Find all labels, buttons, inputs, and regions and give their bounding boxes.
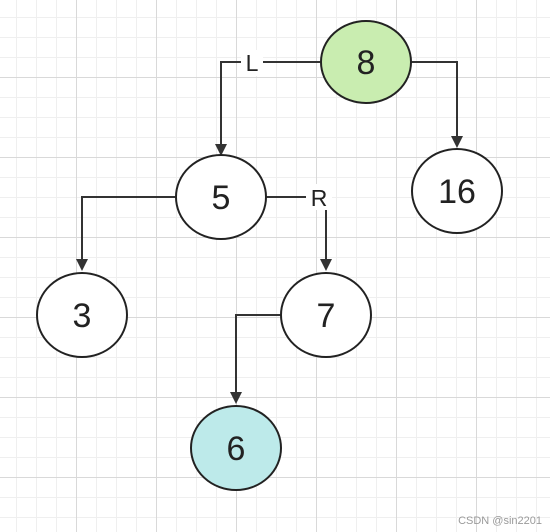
node-6: 6 <box>190 405 282 491</box>
node-8-label: 8 <box>357 44 376 82</box>
node-7: 7 <box>280 272 372 358</box>
node-7-label: 7 <box>317 297 336 335</box>
edge-8-to-16 <box>411 61 463 148</box>
edge-5-to-7: R <box>266 184 332 271</box>
node-8: 8 <box>320 20 412 104</box>
edge-7-to-6 <box>230 314 281 404</box>
node-5: 5 <box>175 154 267 240</box>
node-6-label: 6 <box>227 430 246 468</box>
watermark: CSDN @sin2201 <box>458 515 542 527</box>
node-16: 16 <box>411 148 503 234</box>
edge-5-to-3 <box>76 196 175 271</box>
node-3: 3 <box>36 272 128 358</box>
edge-8-to-5: L <box>215 50 320 156</box>
edge-label-r: R <box>311 185 328 211</box>
node-5-label: 5 <box>212 179 231 217</box>
node-16-label: 16 <box>438 173 476 211</box>
node-3-label: 3 <box>73 297 92 335</box>
edge-label-l: L <box>246 50 259 76</box>
